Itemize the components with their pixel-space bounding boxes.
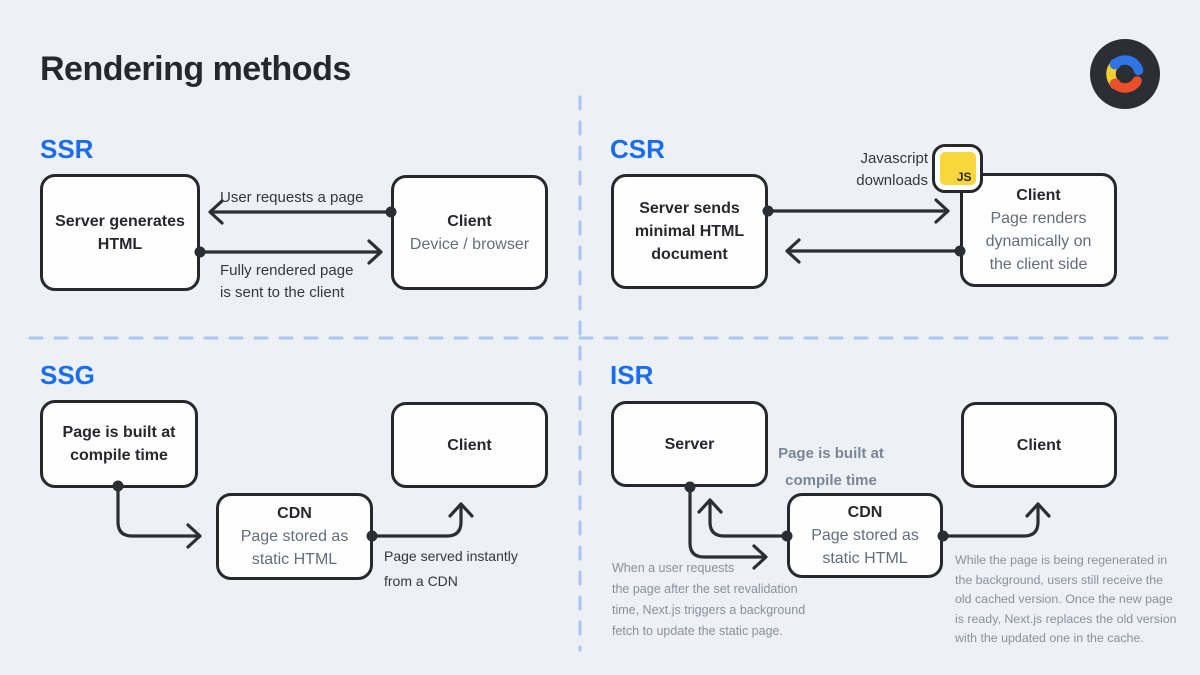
ssr-heading: SSR bbox=[40, 134, 94, 164]
csr-server-box: Server sends minimal HTML document bbox=[611, 174, 768, 289]
isr-server-box: Server bbox=[611, 401, 768, 487]
js-icon-tile: JS bbox=[939, 152, 976, 185]
csr-heading: CSR bbox=[610, 134, 665, 164]
js-icon-text: JS bbox=[956, 170, 972, 184]
isr-client-box: Client bbox=[961, 402, 1117, 488]
isr-note-left: When a user requests the page after the … bbox=[612, 561, 806, 638]
isr-arrow-cdn-to-server bbox=[697, 498, 793, 542]
ssr-client-box-subtitle: Device / browser bbox=[409, 235, 530, 253]
ssr-request-arrow-label: User requests a page bbox=[220, 189, 364, 206]
ssr-response-arrow-label: Fully rendered page is sent to the clien… bbox=[220, 262, 354, 301]
isr-compile-label: Page is built at compile time bbox=[778, 445, 884, 489]
ssg-client-box: Client bbox=[391, 402, 548, 488]
ssr-client-box: Client Device / browser bbox=[391, 175, 548, 290]
csr-js-downloads-label: Javascript downloads bbox=[856, 150, 928, 189]
csr-arrow-request bbox=[762, 198, 950, 224]
isr-cdn-box-subtitle: Page stored as static HTML bbox=[811, 527, 919, 567]
c-logo-graphic bbox=[1090, 39, 1160, 109]
ssr-client-box-title: Client bbox=[447, 212, 492, 230]
isr-client-box-title: Client bbox=[1016, 436, 1062, 454]
ssg-heading: SSG bbox=[40, 360, 95, 390]
csr-client-box-subtitle: Page renders dynamically on the client s… bbox=[985, 210, 1092, 273]
ssg-cdn-box-title: CDN bbox=[277, 505, 312, 522]
csr-server-box-title: Server sends minimal HTML document bbox=[634, 200, 745, 263]
ssg-serve-label: Page served instantly from a CDN bbox=[384, 548, 518, 589]
isr-arrow-cdn-to-client bbox=[937, 502, 1051, 542]
isr-cdn-box-title: CDN bbox=[847, 504, 883, 521]
isr-arrow-server-to-cdn bbox=[684, 481, 768, 570]
isr-heading: ISR bbox=[610, 360, 654, 390]
csr-client-box-title: Client bbox=[1016, 187, 1061, 204]
c-logo-icon bbox=[1090, 39, 1160, 109]
csr-arrow-response bbox=[785, 238, 966, 264]
isr-server-box-title: Server bbox=[664, 435, 715, 453]
ssg-cdn-box: CDN Page stored as static HTML bbox=[216, 493, 373, 580]
ssr-server-box: Server generates HTML bbox=[40, 174, 200, 291]
ssg-arrow-cdn-to-client bbox=[366, 502, 474, 542]
ssg-client-box-title: Client bbox=[447, 436, 492, 454]
ssg-build-box: Page is built at compile time bbox=[40, 400, 198, 488]
js-icon: JS bbox=[932, 144, 983, 193]
page-title: Rendering methods bbox=[40, 50, 351, 88]
isr-note-right: While the page is being regenerated in t… bbox=[955, 553, 1177, 645]
ssg-build-box-title: Page is built at compile time bbox=[62, 424, 176, 464]
ssr-server-box-title: Server generates HTML bbox=[55, 212, 185, 253]
csr-client-box: Client Page renders dynamically on the c… bbox=[960, 173, 1117, 287]
isr-cdn-box: CDN Page stored as static HTML bbox=[787, 493, 943, 578]
ssg-cdn-box-subtitle: Page stored as static HTML bbox=[240, 528, 349, 568]
ssg-arrow-build-to-cdn bbox=[112, 480, 202, 549]
